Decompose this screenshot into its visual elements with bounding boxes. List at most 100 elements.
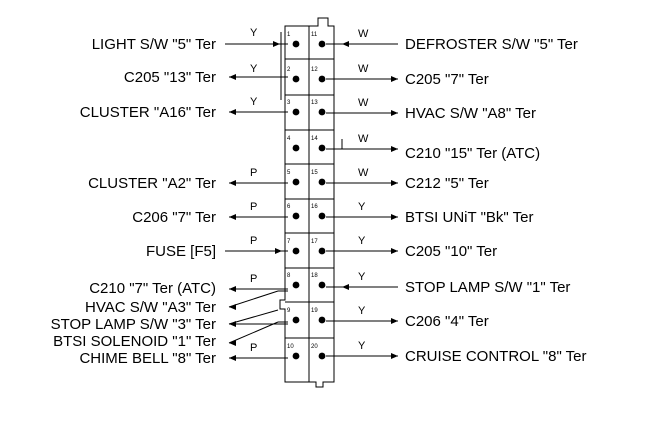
wire-color-code: W [358,28,369,40]
wire-color-code: P [250,273,257,285]
wire-arrow-icon [229,355,236,361]
circuit-label-left: C205 "13" Ter [124,69,216,86]
wire-arrow-icon [391,248,398,254]
pin-number: 13 [311,100,318,106]
pin-number: 19 [311,308,318,314]
wire-arrow-icon [229,74,236,80]
pin-number: 12 [311,67,318,73]
wire-line [228,321,279,344]
wire-color-code: P [250,342,257,354]
pin-4-dot [292,144,300,152]
pin-2-dot [292,75,300,83]
wire-color-code: Y [358,235,366,247]
wire-arrow-icon [342,284,349,290]
pin-1-dot [292,40,300,48]
pin-9-dot [292,316,300,324]
pin-19-dot [318,316,326,324]
pin-number: 14 [311,136,318,142]
circuit-label-left: C206 "7" Ter [132,209,216,226]
circuit-label-right: C206 "4" Ter [405,313,489,330]
wire-line [228,309,279,325]
wire-arrow-icon [391,146,398,152]
circuit-label-left: CHIME BELL "8" Ter [79,350,216,367]
pin-8-dot [292,281,300,289]
wire-arrow-icon [275,248,282,254]
pin-number: 7 [287,239,291,245]
pin-number: 20 [311,344,318,350]
pin-17-dot [318,247,326,255]
pin-number: 9 [287,308,291,314]
pin-10-dot [292,352,300,360]
connector-body [279,17,335,388]
pin-15-dot [318,178,326,186]
circuit-label-right: HVAC S/W "A8" Ter [405,105,536,122]
pin-number: 10 [287,344,294,350]
wire-color-code: Y [358,340,366,352]
wire-color-code: Y [358,271,366,283]
wire-color-code: Y [250,27,258,39]
wire-line [228,290,279,308]
wire-color-code: Y [250,96,258,108]
pin-12-dot [318,75,326,83]
pin-7-dot [292,247,300,255]
wire-color-code: Y [358,201,366,213]
wire-color-code: W [358,133,369,145]
wire-arrow-icon [391,214,398,220]
pin-number: 5 [287,170,291,176]
circuit-label-right: C205 "7" Ter [405,71,489,88]
wire-arrow-icon [229,304,236,310]
wire-arrow-icon [229,180,236,186]
pin-number: 16 [311,204,318,210]
wire-arrow-icon [229,214,236,220]
circuit-label-left: CLUSTER "A2" Ter [88,175,216,192]
circuit-label-left: BTSI SOLENOID "1" Ter [53,333,216,350]
pin-number: 18 [311,273,318,279]
wire-color-code: P [250,201,257,213]
pin-20-dot [318,352,326,360]
circuit-label-right: C210 "15" Ter (ATC) [405,145,540,162]
wire-arrow-icon [229,286,236,292]
pin-5-dot [292,178,300,186]
circuit-label-left: HVAC S/W "A3" Ter [85,299,216,316]
pin-6-dot [292,212,300,220]
pin-number: 4 [287,136,291,142]
pin-number: 17 [311,239,318,245]
pin-number: 3 [287,100,291,106]
wire-arrow-icon [229,340,236,346]
wire-arrow-icon [229,321,236,327]
pin-number: 2 [287,67,291,73]
circuit-label-right: CRUISE CONTROL "8" Ter [405,348,587,365]
pin-14-dot [318,144,326,152]
wire-arrow-icon [273,41,280,47]
wire-color-code: W [358,63,369,75]
wire-color-code: P [250,235,257,247]
wire-arrow-icon [391,110,398,116]
circuit-label-right: BTSI UNiT "Bk" Ter [405,209,533,226]
wire-color-code: W [358,167,369,179]
pin-18-dot [318,281,326,289]
circuit-label-right: C212 "5" Ter [405,175,489,192]
circuit-label-left: FUSE [F5] [146,243,216,260]
wire-arrow-icon [391,76,398,82]
wire-arrow-icon [391,318,398,324]
wire-color-code: Y [250,63,258,75]
pin-number: 1 [287,32,291,38]
pin-number: 6 [287,204,291,210]
circuit-label-left: LIGHT S/W "5" Ter [92,36,216,53]
circuit-label-right: DEFROSTER S/W "5" Ter [405,36,578,53]
pin-number: 11 [311,32,318,38]
pin-11-dot [318,40,326,48]
pin-13-dot [318,108,326,116]
circuit-label-left: CLUSTER "A16" Ter [80,104,216,121]
pin-16-dot [318,212,326,220]
circuit-label-right: C205 "10" Ter [405,243,497,260]
wire-arrow-icon [342,41,349,47]
wire-arrow-icon [391,353,398,359]
wire-arrow-icon [391,180,398,186]
circuit-label-right: STOP LAMP S/W "1" Ter [405,279,570,296]
circuit-label-left: C210 "7" Ter (ATC) [89,280,216,297]
circuit-label-left: STOP LAMP S/W "3" Ter [51,316,216,333]
